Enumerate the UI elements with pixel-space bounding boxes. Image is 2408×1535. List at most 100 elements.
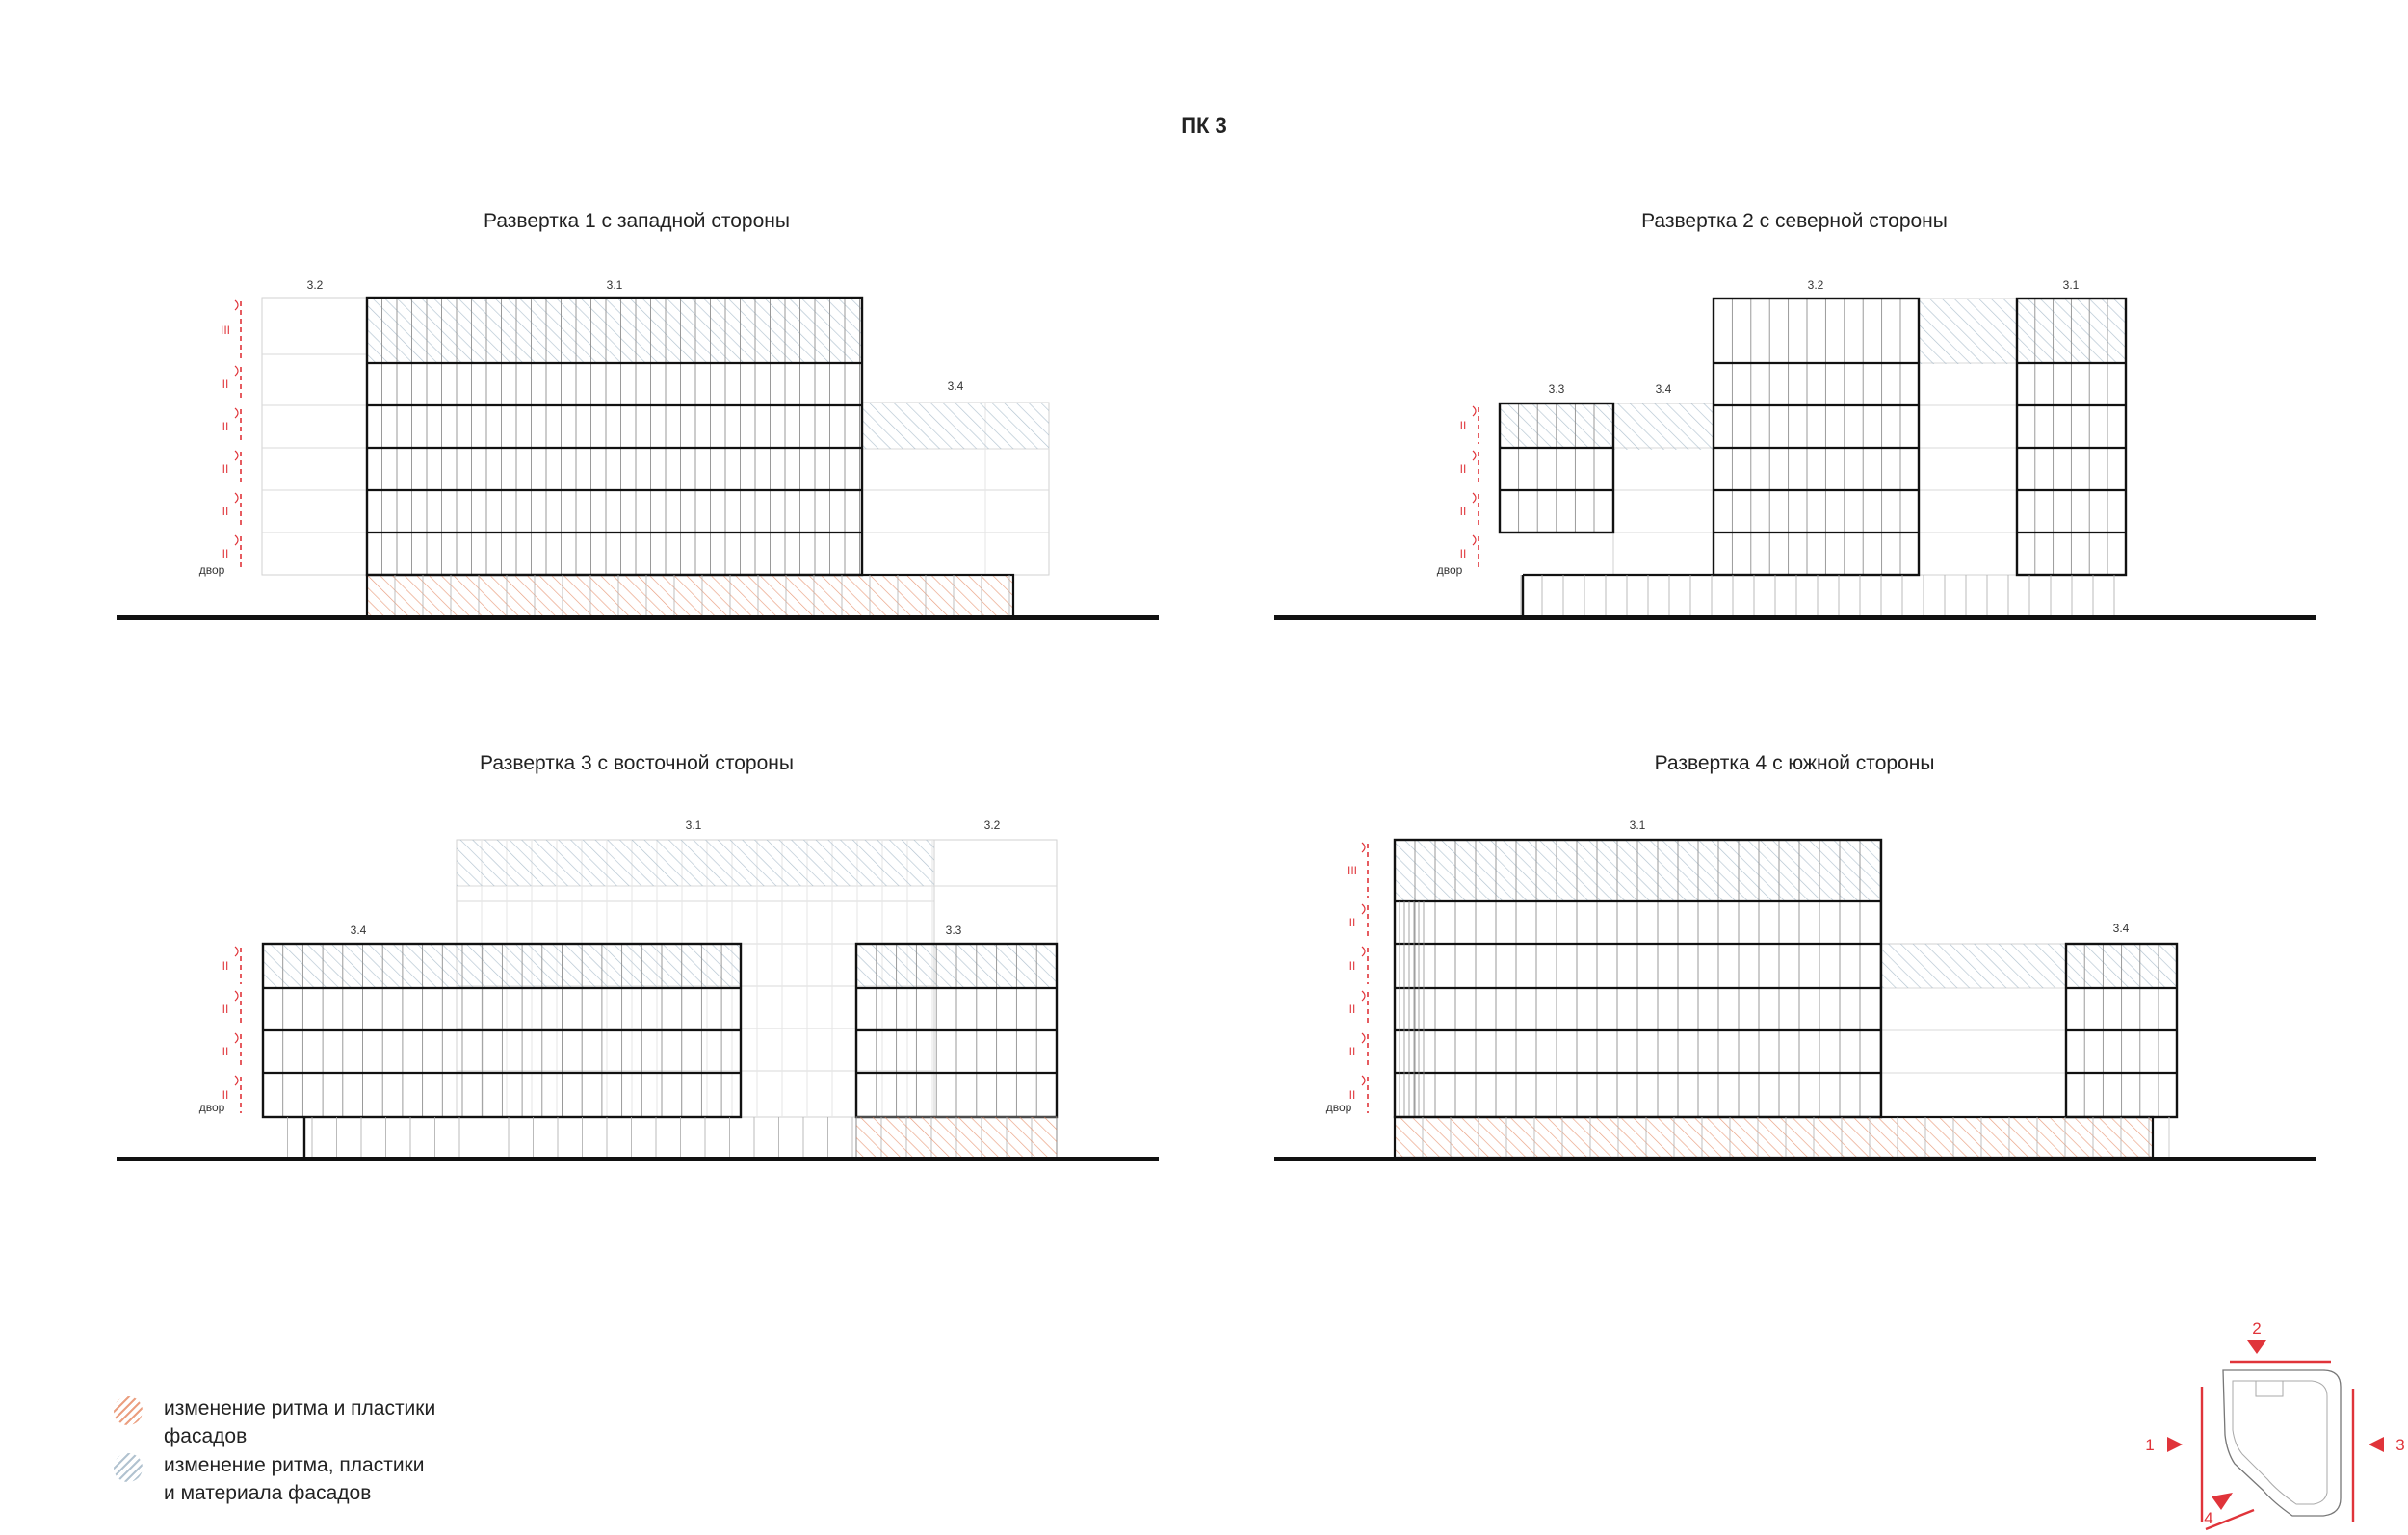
hatch-zone-podium	[367, 575, 1013, 617]
block-outline	[1712, 297, 1921, 577]
floor-mark-label: II	[1460, 419, 1467, 432]
floor-mark-label: II	[222, 1088, 229, 1102]
floor-mark-label: III	[221, 324, 230, 337]
hatch-zone-3-1-top	[1395, 840, 1881, 901]
elevation-1-title: Развертка 1 с западной стороны	[484, 210, 790, 232]
block-outline	[2015, 297, 2128, 577]
building-block-3-1	[1393, 838, 1883, 1119]
block-label-3-2: 3.2	[1808, 278, 1824, 292]
block-outline	[1498, 402, 1615, 534]
key-plan-marker-1: 1	[2145, 1436, 2154, 1454]
ghost-outline	[261, 297, 368, 576]
direction-arrow-2-icon	[2247, 1340, 2266, 1354]
floor-mark-bracket	[234, 990, 239, 1002]
floor-mark-bracket	[234, 299, 239, 311]
block-label-3-4: 3.4	[948, 379, 964, 393]
elevation-3-title: Развертка 3 с восточной стороны	[480, 752, 794, 774]
hatch-zone-3-1-top	[367, 298, 863, 363]
hatch-zone-gap	[1919, 299, 2017, 364]
floor-mark-label: II	[222, 547, 229, 560]
podium-mullions	[394, 575, 1010, 617]
section-line-4	[2205, 1508, 2255, 1531]
legend-item-rhythm: изменение ритма и пластики фасадов	[114, 1394, 510, 1450]
block-label-3-2: 3.2	[307, 278, 324, 292]
podium-north	[1520, 573, 2115, 617]
legend-label: изменение ритма, пластики и материала фа…	[164, 1454, 425, 1504]
yard-label: двор	[1326, 1101, 1352, 1114]
floor-mark-bracket	[1361, 946, 1366, 957]
floor-mark-bracket	[1472, 450, 1477, 461]
floor-mark-label: II	[222, 420, 229, 433]
floor-mark-label: II	[1460, 547, 1467, 560]
block-label-3-3: 3.3	[946, 924, 962, 937]
floor-mark-bracket	[234, 1032, 239, 1044]
podium-mullions	[1422, 1117, 2150, 1158]
building-block-3-1	[365, 296, 864, 577]
floor-mark-label: II	[222, 505, 229, 518]
floor-mark-bracket	[1472, 405, 1477, 417]
building-block-3-2	[1712, 297, 1921, 577]
block-label-3-4: 3.4	[1656, 382, 1672, 396]
key-plan-marker-2: 2	[2252, 1319, 2261, 1338]
block-label-3-2: 3.2	[984, 819, 1001, 832]
floor-mark-bracket	[1361, 990, 1366, 1002]
floor-mark-label: II	[1349, 1088, 1356, 1102]
block-label-3-4: 3.4	[351, 924, 367, 937]
block-label-3-3: 3.3	[1549, 382, 1565, 396]
floor-marks: II II II II	[222, 946, 242, 1113]
floor-mark-bracket	[1361, 1032, 1366, 1044]
yard-label: двор	[199, 563, 225, 577]
hatch-zone-3-4	[862, 403, 1049, 449]
page-title: ПК 3	[1181, 114, 1227, 138]
blue-hatch-swatch-icon	[114, 1453, 143, 1482]
block-label-3-4: 3.4	[2113, 922, 2130, 935]
legend-item-material: изменение ритма, пластики и материала фа…	[114, 1451, 510, 1507]
block-label-3-1: 3.1	[686, 819, 702, 832]
floor-mark-label: II	[222, 1002, 229, 1016]
hatch-zone-3-1	[457, 840, 934, 886]
block-label-3-1: 3.1	[1630, 819, 1646, 832]
floor-mark-bracket	[234, 534, 239, 546]
floor-mark-bracket	[234, 492, 239, 504]
block-label-3-1: 3.1	[2063, 278, 2080, 292]
hatch-zone-podium	[1395, 1117, 2153, 1158]
floor-mark-bracket	[234, 365, 239, 377]
floor-mark-label: II	[222, 1045, 229, 1058]
block-label-3-1: 3.1	[607, 278, 623, 292]
floor-mark-bracket	[234, 1075, 239, 1086]
hatch-zone-3-4	[1613, 403, 1714, 450]
orange-hatch-swatch-icon	[114, 1396, 143, 1425]
yard-label: двор	[1437, 563, 1463, 577]
key-plan-inner	[2232, 1380, 2328, 1505]
ghost-block-3-2	[261, 297, 368, 576]
direction-arrow-3-icon	[2369, 1437, 2384, 1452]
floor-mark-label: III	[1348, 864, 1357, 877]
edge-mullions	[1399, 901, 1425, 1117]
key-plan-core	[2255, 1380, 2284, 1397]
building-block-3-4	[261, 942, 743, 1119]
ground-line	[117, 1157, 1159, 1161]
floor-mark-label: II	[1349, 1002, 1356, 1016]
floor-mark-bracket	[1361, 903, 1366, 915]
building-block-3-1	[2015, 297, 2128, 577]
floor-mark-bracket	[1361, 1075, 1366, 1086]
floor-mark-label: II	[1349, 959, 1356, 973]
floor-mark-label: II	[1460, 505, 1467, 518]
elevation-2-title: Развертка 2 с северной стороны	[1641, 210, 1948, 232]
hatch-zone-mid	[1881, 944, 2066, 988]
legend-label: изменение ритма и пластики фасадов	[164, 1397, 436, 1447]
block-outline	[261, 942, 743, 1119]
floor-mark-bracket	[1472, 492, 1477, 504]
yard-label: двор	[199, 1101, 225, 1114]
floor-mark-bracket	[234, 450, 239, 461]
floor-mark-label: II	[1349, 1045, 1356, 1058]
floor-mark-bracket	[234, 407, 239, 419]
floor-mark-label: II	[222, 462, 229, 476]
floor-mark-bracket	[234, 946, 239, 957]
floor-mark-label: II	[222, 959, 229, 973]
